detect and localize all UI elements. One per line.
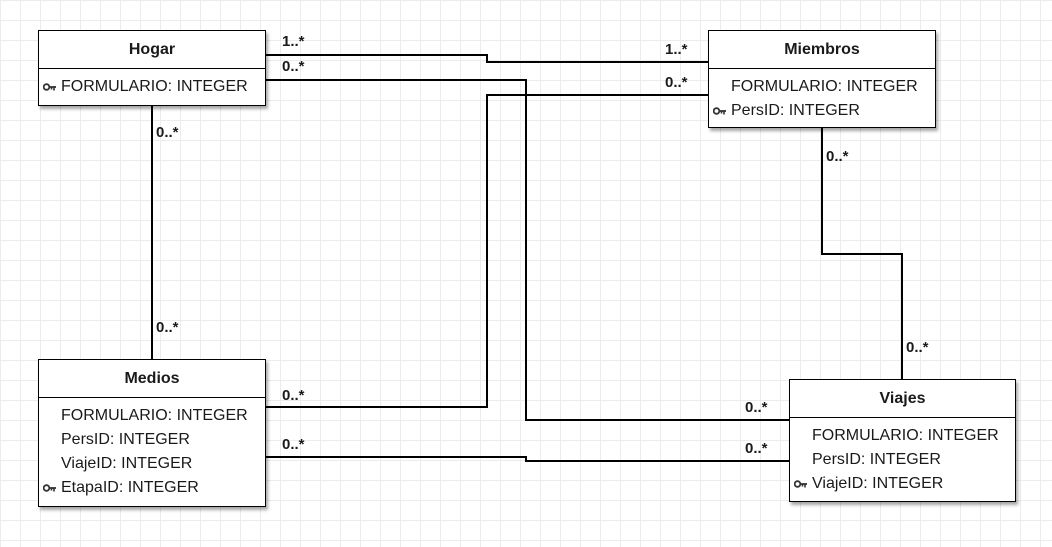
multiplicity-label: 0..* bbox=[156, 319, 179, 336]
multiplicity-label: 0..* bbox=[282, 58, 305, 75]
attribute-row[interactable]: PersID: INTEGER bbox=[39, 428, 265, 452]
multiplicity-label: 0..* bbox=[745, 440, 768, 457]
attribute-list: FORMULARIO: INTEGER PersID: INTEGER Viaj… bbox=[790, 418, 1015, 496]
attribute-text: PersID: INTEGER bbox=[731, 102, 860, 119]
key-icon bbox=[43, 83, 56, 91]
attribute-row[interactable]: ViajeID: INTEGER bbox=[39, 452, 265, 476]
entity-viajes[interactable]: Viajes FORMULARIO: INTEGER PersID: INTEG… bbox=[789, 379, 1016, 502]
entity-miembros[interactable]: Miembros FORMULARIO: INTEGER PersID: INT… bbox=[708, 30, 936, 128]
key-icon bbox=[794, 480, 807, 488]
attribute-row[interactable]: FORMULARIO: INTEGER bbox=[790, 424, 1015, 448]
multiplicity-label: 0..* bbox=[282, 387, 305, 404]
multiplicity-label: 0..* bbox=[826, 148, 849, 165]
attribute-row[interactable]: PersID: INTEGER bbox=[709, 99, 935, 123]
multiplicity-label: 1..* bbox=[282, 33, 305, 50]
attribute-row[interactable]: FORMULARIO: INTEGER bbox=[39, 75, 265, 99]
attribute-text: ViajeID: INTEGER bbox=[61, 455, 193, 472]
attribute-row[interactable]: FORMULARIO: INTEGER bbox=[709, 75, 935, 99]
relation-miembros-viajes[interactable] bbox=[821, 128, 903, 379]
attribute-list: FORMULARIO: INTEGER bbox=[39, 69, 265, 99]
relation-miembros-medios[interactable] bbox=[266, 94, 708, 408]
entity-title: Viajes bbox=[790, 380, 1015, 418]
key-icon bbox=[713, 107, 726, 115]
attribute-row[interactable]: EtapaID: INTEGER bbox=[39, 476, 265, 500]
attribute-text: FORMULARIO: INTEGER bbox=[61, 407, 248, 424]
attribute-text: FORMULARIO: INTEGER bbox=[731, 78, 918, 95]
relation-hogar-viajes[interactable] bbox=[266, 79, 789, 421]
attribute-text: FORMULARIO: INTEGER bbox=[61, 78, 248, 95]
key-icon bbox=[43, 484, 56, 492]
entity-title: Hogar bbox=[39, 31, 265, 69]
attribute-list: FORMULARIO: INTEGER PersID: INTEGER bbox=[709, 69, 935, 123]
attribute-row[interactable]: ViajeID: INTEGER bbox=[790, 472, 1015, 496]
attribute-text: PersID: INTEGER bbox=[812, 451, 941, 468]
multiplicity-label: 0..* bbox=[906, 339, 929, 356]
multiplicity-label: 0..* bbox=[156, 124, 179, 141]
attribute-list: FORMULARIO: INTEGER PersID: INTEGER Viaj… bbox=[39, 398, 265, 500]
entity-title: Medios bbox=[39, 360, 265, 398]
attribute-text: EtapaID: INTEGER bbox=[61, 479, 199, 496]
entity-hogar[interactable]: Hogar FORMULARIO: INTEGER bbox=[38, 30, 266, 106]
attribute-text: ViajeID: INTEGER bbox=[812, 475, 944, 492]
multiplicity-label: 0..* bbox=[282, 436, 305, 453]
multiplicity-label: 1..* bbox=[665, 41, 688, 58]
entity-title: Miembros bbox=[709, 31, 935, 69]
attribute-row[interactable]: PersID: INTEGER bbox=[790, 448, 1015, 472]
attribute-text: FORMULARIO: INTEGER bbox=[812, 427, 999, 444]
multiplicity-label: 0..* bbox=[745, 399, 768, 416]
relation-hogar-miembros[interactable] bbox=[266, 54, 708, 63]
relation-medios-viajes[interactable] bbox=[266, 456, 789, 462]
entity-medios[interactable]: Medios FORMULARIO: INTEGER PersID: INTEG… bbox=[38, 359, 266, 507]
multiplicity-label: 0..* bbox=[665, 74, 688, 91]
attribute-text: PersID: INTEGER bbox=[61, 431, 190, 448]
attribute-row[interactable]: FORMULARIO: INTEGER bbox=[39, 404, 265, 428]
